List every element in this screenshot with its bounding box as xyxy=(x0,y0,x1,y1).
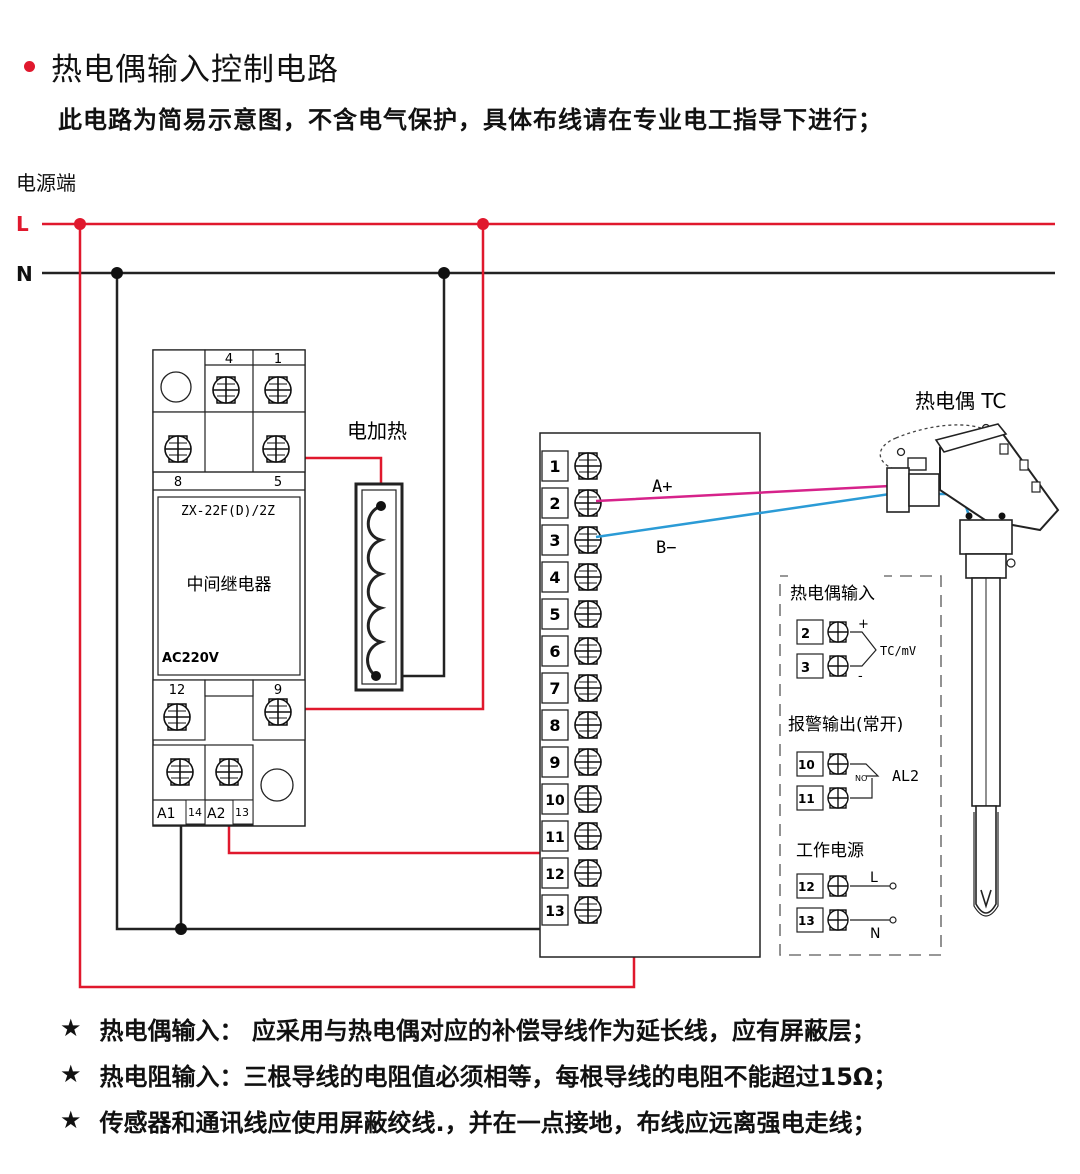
title-row: 热电偶输入控制电路 xyxy=(24,46,339,88)
legend-tc-terminal-3: 3 xyxy=(801,661,810,676)
legend-power-n: N xyxy=(870,926,880,942)
heater-label: 电加热 xyxy=(347,419,407,443)
star-icon: ★ xyxy=(60,1060,82,1088)
controller-terminal-number: 1 xyxy=(549,457,560,476)
controller-terminal-number: 2 xyxy=(549,494,560,513)
controller-terminal-2: 2 xyxy=(541,487,602,519)
relay-terminal-12: 12 xyxy=(169,683,186,698)
controller-terminal-5: 5 xyxy=(541,598,602,630)
legend-tc-signal: TC/mV xyxy=(880,644,916,658)
wire-a-label: A+ xyxy=(652,477,672,497)
relay-terminal-5: 5 xyxy=(274,475,282,490)
relay-terminal-9: 9 xyxy=(274,683,282,698)
legend-alarm-name: AL2 xyxy=(892,767,919,785)
relay-name: 中间继电器 xyxy=(187,575,272,595)
thermocouple-sensor xyxy=(879,423,1060,917)
star-icon: ★ xyxy=(60,1106,82,1134)
page-subtitle: 此电路为简易示意图，不含电气保护，具体布线请在专业电工指导下进行； xyxy=(58,106,883,134)
legend-tc-terminal-2: 2 xyxy=(801,627,810,642)
legend-alarm-title: 报警输出(常开) xyxy=(788,715,903,735)
power-source-label: 电源端 xyxy=(16,171,76,195)
controller-terminal-number: 9 xyxy=(549,753,560,772)
relay-terminal-1: 1 xyxy=(274,352,282,367)
wiring-diagram: 电源端 L N 4 1 8 5 xyxy=(16,171,1060,989)
line-l-label: L xyxy=(16,212,29,236)
controller-terminal-9: 9 xyxy=(541,746,602,778)
wiring-legend: 热电偶输入 2 3 + - TC/mV 报警输出(常开) 10 11 NO AL… xyxy=(779,574,942,956)
relay-voltage: AC220V xyxy=(162,651,219,666)
relay-label-a1: A1 xyxy=(157,806,175,822)
controller-terminal-number: 11 xyxy=(545,830,564,846)
legend-power-terminal-13: 13 xyxy=(798,914,815,928)
controller-terminal-10: 10 xyxy=(541,783,602,815)
relay-terminal-8: 8 xyxy=(174,475,182,490)
note-text: 传感器和通讯线应使用屏蔽绞线.，并在一点接地，布线应远离强电走线； xyxy=(99,1108,877,1137)
legend-power-l: L xyxy=(870,870,878,886)
controller-terminal-number: 6 xyxy=(549,642,560,661)
wire-b-label: B− xyxy=(656,538,676,558)
relay-terminal-4: 4 xyxy=(225,352,233,367)
notes-list: ★ 热电偶输入： 应采用与热电偶对应的补偿导线作为延长线，应有屏蔽层； ★ 热电… xyxy=(60,1005,1060,1143)
controller-terminal-6: 6 xyxy=(541,635,602,667)
controller-terminal-12: 12 xyxy=(541,857,602,889)
tc-junction-a xyxy=(998,512,1006,520)
legend-alarm-terminal-10: 10 xyxy=(798,758,815,772)
relay-label-13: 13 xyxy=(235,806,249,819)
controller-terminal-11: 11 xyxy=(541,820,602,852)
controller-terminal-number: 13 xyxy=(545,904,564,920)
note-item: ★ 热电偶输入： 应采用与热电偶对应的补偿导线作为延长线，应有屏蔽层； xyxy=(60,1005,1060,1051)
legend-power-title: 工作电源 xyxy=(796,841,864,861)
controller-terminal-number: 12 xyxy=(545,867,564,883)
tc-junction-b xyxy=(965,512,973,520)
controller-terminal-1: 1 xyxy=(541,450,602,482)
note-text: 热电阻输入：三根导线的电阻值必须相等，每根导线的电阻不能超过15Ω； xyxy=(99,1062,898,1091)
star-icon: ★ xyxy=(60,1014,82,1042)
note-text: 热电偶输入： 应采用与热电偶对应的补偿导线作为延长线，应有屏蔽层； xyxy=(99,1016,876,1045)
legend-power-terminal-12: 12 xyxy=(798,880,815,894)
relay-model: ZX-22F(D)/2Z xyxy=(181,504,275,519)
controller-terminal-number: 10 xyxy=(545,793,565,809)
controller-terminal-number: 7 xyxy=(549,679,560,698)
bullet-icon xyxy=(24,60,35,72)
controller-terminal-number: 5 xyxy=(549,605,560,624)
live-wire-relay9 xyxy=(278,224,485,711)
controller-terminal-7: 7 xyxy=(541,672,602,704)
controller-terminal-number: 4 xyxy=(549,568,560,587)
legend-tc-title: 热电偶输入 xyxy=(790,584,875,604)
legend-tc-minus: - xyxy=(858,669,863,684)
controller-terminal-number: 8 xyxy=(549,716,560,735)
page-title: 热电偶输入控制电路 xyxy=(51,51,339,88)
controller-terminal-3: 3 xyxy=(541,524,602,556)
heater-coil xyxy=(354,482,404,692)
note-item: ★ 热电阻输入：三根导线的电阻值必须相等，每根导线的电阻不能超过15Ω； xyxy=(60,1051,1060,1097)
thermocouple-label: 热电偶 TC xyxy=(915,389,1006,413)
controller-terminal-4: 4 xyxy=(541,561,602,593)
relay-label-a2: A2 xyxy=(207,806,225,822)
legend-alarm-no: NO xyxy=(855,774,867,783)
neutral-wire-relay xyxy=(115,273,586,931)
relay-label-14: 14 xyxy=(188,806,202,819)
controller-terminal-8: 8 xyxy=(541,709,602,741)
controller-terminal-13: 13 xyxy=(541,894,602,926)
legend-alarm-terminal-11: 11 xyxy=(798,792,815,806)
legend-tc-plus: + xyxy=(858,617,869,632)
line-n-label: N xyxy=(16,262,33,286)
note-item: ★ 传感器和通讯线应使用屏蔽绞线.，并在一点接地，布线应远离强电走线； xyxy=(60,1097,1060,1143)
controller-terminal-number: 3 xyxy=(549,531,560,550)
intermediate-relay: 4 1 8 5 ZX-22F(D)/2Z 中间继电器 AC220V 12 9 A… xyxy=(152,349,306,827)
